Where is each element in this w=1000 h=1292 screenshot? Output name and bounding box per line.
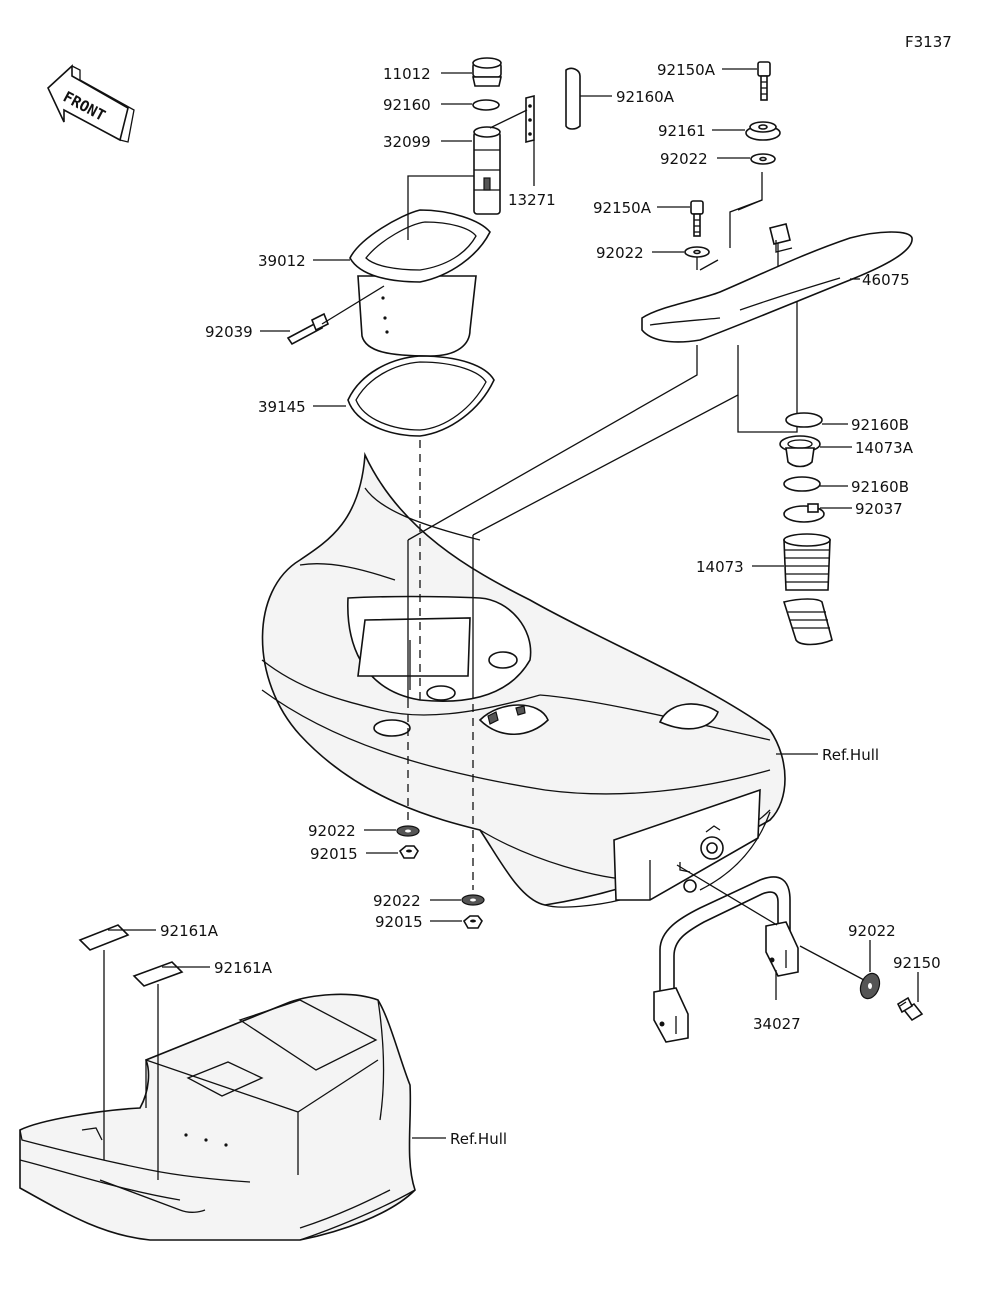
label-ref-hull-a: Ref.Hull [822,746,879,764]
part-92161-grommet [745,121,781,141]
label-92022-left-1: 92022 [308,822,356,840]
label-39012: 39012 [258,252,306,270]
part-32099-tube [473,126,501,215]
part-13271-bracket [525,94,535,144]
label-32099: 32099 [383,133,431,151]
part-92022-washer-left-2 [461,894,485,906]
label-92150A-mid: 92150A [593,199,652,217]
part-92037-clamp [783,503,825,523]
part-92150A-bolt-top [757,61,771,101]
label-11012: 11012 [383,65,431,83]
label-92150: 92150 [893,954,941,972]
label-92039: 92039 [205,323,253,341]
label-92161A-a: 92161A [160,922,219,940]
part-92015-nut-left-2 [462,915,483,929]
label-92150A-top: 92150A [657,61,716,79]
label-92160B-a: 92160B [851,416,909,434]
label-92022-top: 92022 [660,150,708,168]
part-39145-gasket [347,355,495,437]
label-34027: 34027 [753,1015,801,1033]
label-13271: 13271 [508,191,556,209]
label-92037: 92037 [855,500,903,518]
part-92160A-pad [565,67,581,130]
part-92150-bolt [896,996,924,1022]
label-46075: 46075 [862,271,910,289]
part-14073A-fitting [779,435,821,468]
label-39145: 39145 [258,398,306,416]
diagram-code: F3137 [905,33,952,51]
label-14073A: 14073A [855,439,914,457]
label-ref-hull-b: Ref.Hull [450,1130,507,1148]
label-14073: 14073 [696,558,744,576]
part-92039-pin [286,312,330,346]
part-34027-rear-handle [653,876,799,1043]
part-92160-ring [472,99,500,111]
part-92015-nut-left-1 [398,845,419,859]
part-92161A-sticker-b [132,961,184,987]
label-92160: 92160 [383,96,431,114]
label-92015-left-2: 92015 [375,913,423,931]
part-92150A-bolt-mid [690,200,704,237]
label-92160A: 92160A [616,88,675,106]
label-92022-right: 92022 [848,922,896,940]
front-arrow-icon: FRONT [47,64,135,143]
part-11012-cap [472,57,502,87]
part-14073-hose [782,533,833,646]
part-92160B-ring-b [783,476,821,492]
label-92015-left-1: 92015 [310,845,358,863]
part-46075-grab-handle [641,223,913,343]
part-92022-washer-left-1 [396,825,420,837]
part-92160B-ring-a [785,412,823,428]
hull-lower [19,993,416,1241]
label-92022-mid: 92022 [596,244,644,262]
part-92022-washer-top [750,153,776,165]
part-92161A-sticker-a [78,924,130,951]
label-92160B-b: 92160B [851,478,909,496]
part-92022-washer-right [859,972,881,1000]
label-92161A-b: 92161A [214,959,273,977]
part-39012-storage-bin [349,209,491,357]
part-92022-washer-mid [684,246,710,258]
label-92161: 92161 [658,122,706,140]
label-92022-left-2: 92022 [373,892,421,910]
hull-upper [261,451,786,908]
